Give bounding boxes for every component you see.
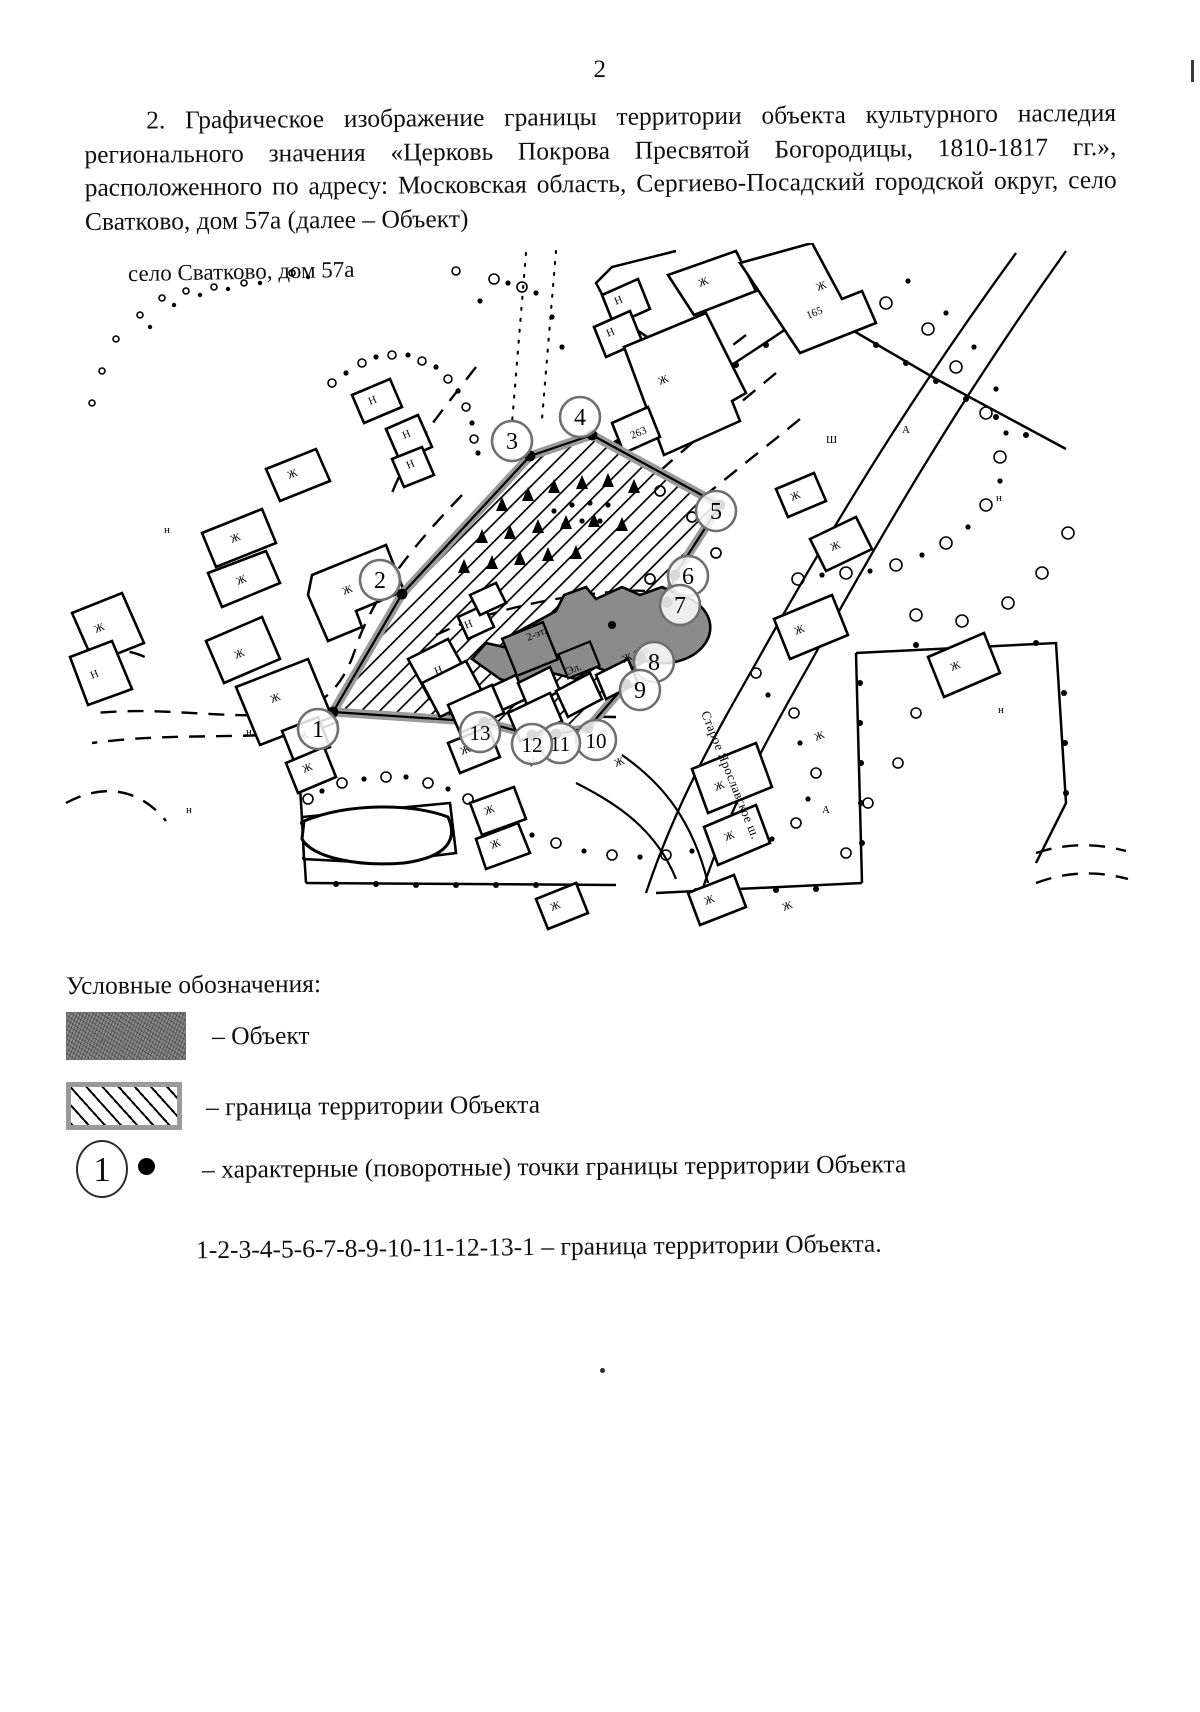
- object-fill-swatch: [66, 1012, 186, 1060]
- svg-text:Ж: Ж: [549, 899, 563, 914]
- boundary-point-9: 9: [618, 668, 662, 712]
- svg-text:Н: Н: [89, 668, 101, 682]
- svg-text:н: н: [246, 726, 252, 738]
- vegetation-dots: [147, 274, 1009, 860]
- boundary-sequence-text: 1-2-3-4-5-6-7-8-9-10-11-12-13-1 – границ…: [195, 1228, 882, 1265]
- boundary-point-13: 13: [458, 710, 502, 754]
- legend-label-turning-points: – характерные (поворотные) точки границы…: [201, 1149, 907, 1184]
- svg-text:н: н: [186, 804, 192, 816]
- boundary-point-3: 3: [490, 419, 536, 463]
- svg-text:Ж: Ж: [657, 373, 671, 388]
- legend-label-object: – Объект: [211, 1020, 310, 1051]
- svg-text:Ж: Ж: [781, 899, 795, 914]
- boundary-point-7: 7: [658, 583, 702, 627]
- svg-text:12: 12: [522, 733, 543, 757]
- boundary-point-5: 5: [694, 489, 738, 533]
- svg-text:Ж: Ж: [489, 837, 503, 852]
- svg-text:Ж: Ж: [301, 761, 315, 776]
- boundary-point-10: 10: [574, 718, 618, 762]
- legend-item-territory-border: – граница территории Объекта: [66, 1082, 540, 1130]
- svg-text:Н: Н: [605, 326, 617, 340]
- svg-text:8: 8: [648, 650, 660, 676]
- boundary-point-12: 12: [510, 722, 554, 766]
- svg-text:Ж: Ж: [813, 729, 827, 744]
- point-marker-circle: 1: [76, 1140, 128, 1198]
- legend-item-turning-points: 1 – характерные (поворотные) точки грани…: [66, 1138, 907, 1198]
- point-marker-swatch: 1: [66, 1138, 184, 1198]
- svg-text:Ж: Ж: [341, 583, 355, 598]
- svg-text:н: н: [998, 704, 1004, 716]
- svg-text:н: н: [996, 492, 1002, 504]
- map-drawing: Ж Ж Ж Ж Ж Ж Ж Н Н Н Н Ж Ж Ж Ж Ж Ж Ж Ж Ж …: [56, 243, 1146, 953]
- svg-text:Ж: Ж: [723, 829, 737, 844]
- svg-text:7: 7: [674, 593, 686, 619]
- svg-text:Н: Н: [401, 428, 413, 442]
- svg-text:Ж: Ж: [789, 489, 803, 504]
- legend-item-object: – Объект: [66, 1012, 310, 1060]
- boundary-point-2: 2: [358, 558, 408, 602]
- point-marker-dot: [138, 1158, 155, 1175]
- svg-text:Ж: Ж: [713, 779, 727, 794]
- road-curve-left: [575, 754, 710, 884]
- intro-text: 2. Графическое изображение границы терри…: [84, 97, 1117, 236]
- svg-text:А: А: [902, 424, 910, 436]
- svg-text:Ж: Ж: [233, 647, 247, 662]
- svg-text:Ж: Ж: [286, 467, 300, 482]
- svg-text:165: 165: [805, 304, 825, 321]
- svg-text:Ж: Ж: [235, 573, 249, 588]
- svg-text:1: 1: [312, 717, 324, 743]
- svg-text:3: 3: [506, 429, 518, 455]
- svg-text:Ш: Ш: [826, 434, 837, 446]
- svg-text:Эл.: Эл.: [565, 661, 584, 678]
- boundary-point-markers: 1 2 3 4 5: [296, 395, 738, 766]
- svg-text:9: 9: [634, 678, 646, 704]
- scan-edge-artifact: [1191, 60, 1194, 82]
- map-caption-address: село Сватково, дом 57а: [127, 256, 355, 287]
- svg-text:Ж: Ж: [483, 803, 497, 818]
- svg-text:Ж: Ж: [829, 539, 843, 554]
- svg-text:Н: Н: [433, 664, 445, 678]
- svg-text:н: н: [164, 524, 170, 536]
- svg-text:Ж: Ж: [949, 659, 963, 674]
- svg-text:10: 10: [586, 729, 607, 753]
- svg-text:6: 6: [682, 564, 694, 590]
- svg-text:5: 5: [710, 499, 722, 525]
- hatched-area-swatch: [66, 1082, 182, 1130]
- page-number: 2: [593, 56, 607, 83]
- svg-text:13: 13: [470, 721, 491, 745]
- svg-text:Ж: Ж: [229, 531, 243, 546]
- scan-speck: [600, 1368, 605, 1373]
- svg-text:Ж: Ж: [93, 621, 107, 636]
- svg-text:4: 4: [574, 405, 586, 431]
- pond-outline: [300, 805, 453, 866]
- northeast-buildings: [592, 243, 1002, 699]
- boundary-point-1: 1: [296, 706, 340, 751]
- svg-text:Ж: Ж: [269, 691, 283, 706]
- territory-vegetation: [458, 473, 640, 573]
- legend-label-territory-border: – граница территории Объекта: [205, 1089, 541, 1122]
- fence-dotted: [510, 249, 558, 425]
- svg-text:Н: Н: [613, 294, 625, 308]
- svg-text:Ж: Ж: [793, 623, 807, 638]
- svg-text:Н: Н: [405, 458, 417, 472]
- boundary-point-4: 4: [558, 395, 602, 441]
- svg-text:Ж: Ж: [815, 279, 829, 294]
- svg-text:Ж: Ж: [703, 893, 717, 908]
- svg-text:А: А: [822, 804, 830, 816]
- intro-paragraph: 2. Графическое изображение границы терри…: [84, 96, 1117, 238]
- svg-text:Ж: Ж: [697, 275, 711, 290]
- svg-text:11: 11: [550, 732, 570, 756]
- svg-text:263: 263: [629, 424, 649, 441]
- svg-text:Н: Н: [367, 394, 379, 408]
- svg-text:2: 2: [374, 568, 386, 594]
- legend-title: Условные обозначения:: [65, 968, 322, 1001]
- svg-text:Н: Н: [463, 618, 475, 632]
- svg-text:Ж: Ж: [613, 755, 627, 770]
- cadastral-map: село Сватково, дом 57а: [56, 243, 1146, 953]
